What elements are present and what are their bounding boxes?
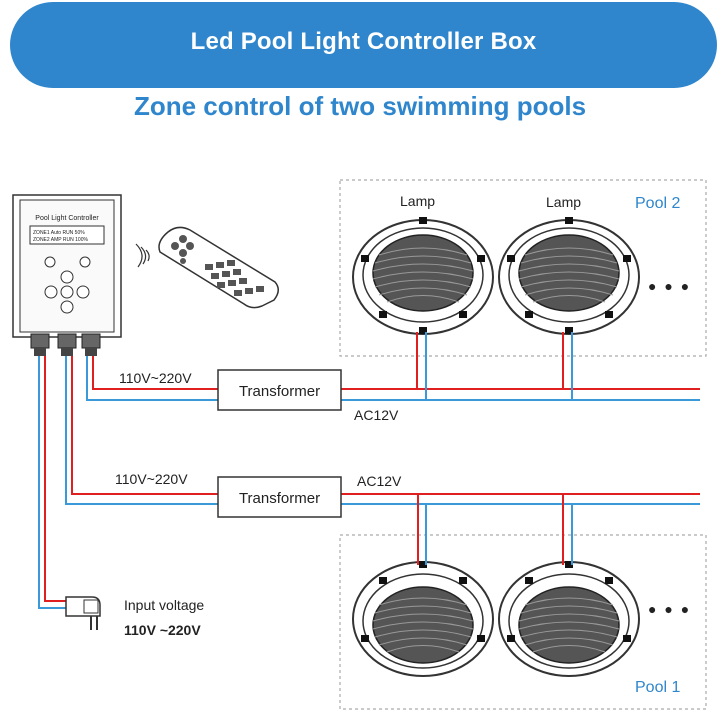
- pool-1-area: [339, 534, 707, 710]
- transformer-top: [217, 369, 342, 411]
- controller-button-right: [79, 256, 91, 268]
- controller-button-prev: [44, 285, 58, 299]
- pool-1-lamp-2: [498, 560, 640, 677]
- pool-1-lamp-1: [352, 560, 494, 677]
- remote-control: [135, 226, 279, 309]
- bottom-output-voltage: AC12V: [357, 473, 402, 489]
- bottom-input-voltage: 110V~220V: [115, 471, 188, 487]
- pool-2-lamp-2: [498, 216, 640, 335]
- input-voltage-label: Input voltage: [124, 597, 204, 613]
- pool-2-label: Pool 2: [635, 195, 680, 212]
- controller-button-down: [60, 300, 74, 314]
- top-output-voltage: AC12V: [354, 407, 399, 423]
- pool-2-lamp-1: [352, 216, 494, 335]
- page-subtitle: Zone control of two swimming pools: [133, 91, 587, 121]
- pool-2-more-lamps: ● ● ●: [648, 278, 691, 294]
- title-banner: Led Pool Light Controller Box: [10, 2, 717, 88]
- top-circuit-wires: [86, 332, 700, 401]
- controller-button-ok: [60, 285, 74, 299]
- top-input-voltage: 110V~220V: [119, 370, 192, 386]
- controller-box: Pool Light Controller ZONE1 Auto RUN 50%…: [12, 194, 122, 356]
- page-title: Led Pool Light Controller Box: [190, 28, 537, 55]
- pool-2-area: [339, 179, 707, 357]
- controller-label: Pool Light Controller: [35, 215, 99, 222]
- power-plug-icon: [65, 596, 101, 630]
- input-voltage-value: 110V ~220V: [124, 622, 201, 638]
- controller-lcd: [29, 225, 105, 245]
- lamp-label-1: Lamp: [400, 193, 435, 209]
- lcd-line-2: ZONE2 AMP RUN 100%: [33, 237, 88, 243]
- input-power-wires: [38, 345, 66, 609]
- controller-button-next: [76, 285, 90, 299]
- pool-1-more-lamps: ● ● ●: [648, 601, 691, 617]
- controller-button-up: [60, 270, 74, 284]
- pool-1-label: Pool 1: [635, 679, 680, 696]
- transformer-top-label: Transformer: [239, 383, 320, 400]
- transformer-bottom-label: Transformer: [239, 490, 320, 507]
- lcd-line-1: ZONE1 Auto RUN 50%: [33, 230, 85, 236]
- bottom-circuit-wires: [65, 345, 700, 565]
- transformer-bottom: [217, 476, 342, 518]
- controller-button-left: [44, 256, 56, 268]
- lamp-label-2: Lamp: [546, 194, 581, 210]
